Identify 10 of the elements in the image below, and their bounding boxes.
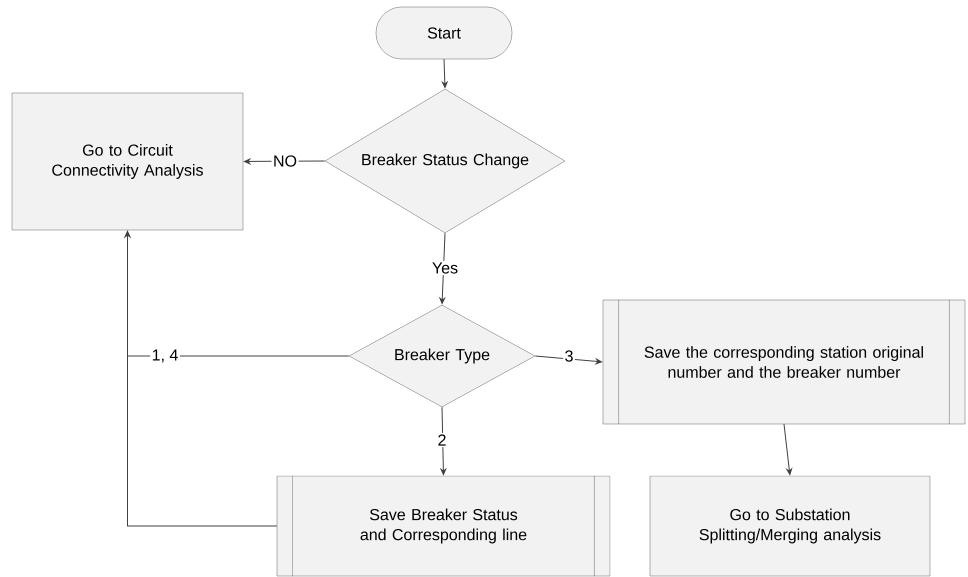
- edge-label: 1, 4: [150, 348, 180, 364]
- edge-label: 2: [436, 432, 448, 448]
- edge-label: Yes: [430, 260, 460, 276]
- edge-label: NO: [272, 154, 298, 168]
- process-box: Go to Circuit Connectivity Analysis: [12, 92, 244, 230]
- start-terminal: Start: [376, 6, 512, 60]
- edge-label: 3: [563, 348, 575, 364]
- predefined-process-box: Save Breaker Status and Corresponding line: [276, 476, 610, 576]
- process-box: Go to Substation Splitting/Merging analysis: [650, 476, 930, 576]
- predefined-process-box: Save the corresponding station original number and the breaker number: [602, 300, 966, 424]
